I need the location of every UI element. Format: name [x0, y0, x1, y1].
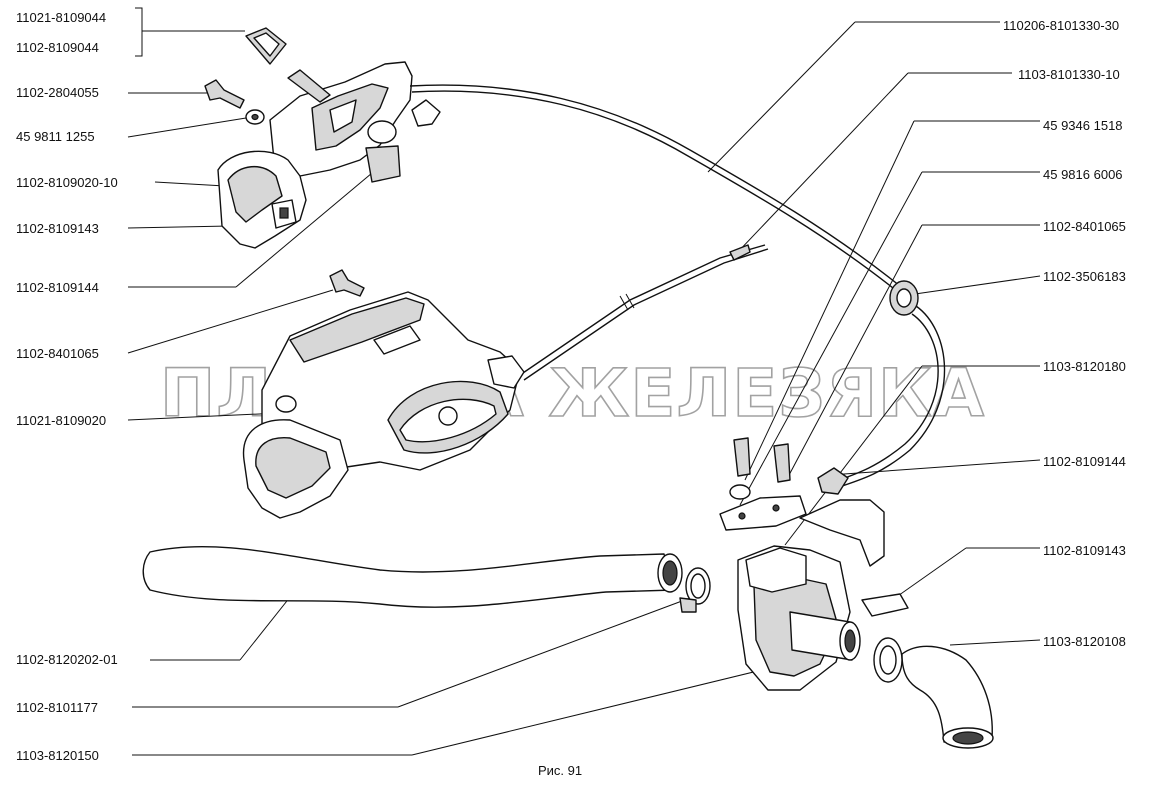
- housing-top: [289, 297, 425, 363]
- grommet-inner: [896, 288, 912, 308]
- clip-part-top: [253, 32, 280, 57]
- label-1102-8109020-10: 1102-8109020-10: [16, 175, 118, 190]
- hose-clamp-left-inner: [690, 573, 706, 599]
- elbow-hose-bore: [952, 731, 984, 745]
- label-1102-8109144-left: 1102-8109144: [16, 280, 99, 295]
- housing-window: [373, 325, 421, 355]
- break-mark-2: [625, 293, 635, 309]
- break-mark-1: [619, 295, 629, 311]
- label-45-9811-1255: 45 9811 1255: [16, 129, 95, 144]
- label-11021-8109020: 11021-8109020: [16, 413, 106, 428]
- wire-tip: [729, 244, 751, 261]
- label-1103-8101330-10: 1103-8101330-10: [1018, 67, 1120, 82]
- leader-1102-3506183: [914, 275, 1041, 295]
- heater-hose-right: [901, 645, 994, 749]
- leader-110206-8101330-30-b: [707, 21, 856, 173]
- hose-body: [142, 545, 675, 608]
- tap-nut: [729, 484, 751, 500]
- leader-1102-8109020-10: [154, 181, 226, 187]
- cable-outer: [409, 84, 901, 287]
- leader-45-9811-1255: [127, 117, 247, 138]
- leader-1103-8120108: [949, 639, 1041, 646]
- left-labels: 11021-8109044 1102-8109044 1102-2804055 …: [16, 10, 118, 763]
- hose-clamp-right-inner: [879, 645, 897, 675]
- tap-bolt-1: [733, 437, 751, 477]
- spring-clip-hole: [279, 207, 289, 219]
- tap-bolt-2: [773, 443, 791, 483]
- label-45-9346-1518: 45 9346 1518: [1043, 118, 1123, 133]
- heater-hose-left: [142, 545, 711, 613]
- label-1102-8120202-01: 1102-8120202-01: [16, 652, 118, 667]
- cable-clamp-top: [411, 99, 441, 127]
- label-45-9816-6006: 45 9816 6006: [1043, 167, 1123, 182]
- cam-part: [487, 355, 525, 389]
- tap-plate-hole-1: [738, 512, 746, 520]
- label-11021-8109044: 11021-8109044: [16, 10, 106, 25]
- leader-1102-8401065-right-b: [787, 224, 923, 478]
- cable-lower: [829, 305, 946, 491]
- tap-plate-hole-2: [772, 504, 780, 512]
- bracket: [135, 7, 143, 57]
- leader-45-9816-6006-b: [739, 171, 923, 506]
- upper-control-assembly: [204, 27, 441, 249]
- label-1102-8109044: 1102-8109044: [16, 40, 99, 55]
- hose-clamp-left-screw: [679, 597, 697, 613]
- housing-cowl-inner: [255, 437, 331, 499]
- control-cable: [409, 84, 946, 491]
- hose-end-bore: [662, 560, 678, 586]
- screw-part: [329, 269, 365, 297]
- tap-body-top: [745, 547, 807, 593]
- leader-lines: [127, 7, 1041, 756]
- right-labels: 110206-8101330-30 1103-8101330-10 45 934…: [1003, 18, 1126, 649]
- bolt-part: [204, 79, 245, 109]
- label-1102-8109143-left: 1102-8109143: [16, 221, 99, 236]
- leader-45-9346-1518-b: [744, 120, 915, 481]
- tap-outlet-bore: [844, 629, 856, 653]
- leader-1103-8120150-b: [411, 667, 771, 756]
- leader-1102-8109144-left-b: [235, 167, 379, 288]
- label-1103-8120108: 1103-8120108: [1043, 634, 1126, 649]
- leader-1102-8101177-b: [397, 597, 691, 708]
- label-1102-8401065-left: 1102-8401065: [16, 346, 99, 361]
- tap-spring-clip: [861, 593, 909, 617]
- elbow-hose-body: [901, 645, 993, 743]
- bracket-slot: [329, 99, 357, 133]
- label-1102-8109144-right: 1102-8109144: [1043, 454, 1126, 469]
- cable-outer-b: [411, 90, 899, 293]
- label-1103-8120180: 1103-8120180: [1043, 359, 1126, 374]
- leader-1102-8109144-right: [829, 459, 1041, 476]
- tap-lever: [799, 499, 885, 567]
- label-1102-8101177: 1102-8101177: [16, 700, 98, 715]
- label-1102-3506183: 1102-3506183: [1043, 269, 1126, 284]
- heater-tap-assembly: [719, 437, 909, 691]
- bracket-socket: [365, 145, 401, 183]
- middle-lever-assembly: [242, 269, 525, 519]
- bracket-lever: [287, 69, 331, 103]
- leader-1103-8101330-10-b: [734, 72, 909, 256]
- cable-lower-b: [827, 313, 939, 485]
- gear-pivot: [438, 406, 458, 426]
- cowl-inner: [227, 166, 283, 223]
- leader-1102-8401065-left: [127, 289, 334, 354]
- label-110206-8101330-30: 110206-8101330-30: [1003, 18, 1119, 33]
- label-1102-8109143-right: 1102-8109143: [1043, 543, 1126, 558]
- tap-plate: [719, 495, 807, 531]
- leader-11021-8109020: [127, 412, 281, 421]
- figure-caption: Рис. 91: [538, 763, 582, 778]
- inner-wire-b: [523, 248, 769, 381]
- tap-cable-clip: [817, 467, 849, 495]
- label-1102-8401065-right: 1102-8401065: [1043, 219, 1126, 234]
- washer-hole: [251, 113, 259, 121]
- housing-eye: [275, 395, 297, 413]
- bracket-pivot: [367, 120, 397, 144]
- label-1103-8120150: 1103-8120150: [16, 748, 99, 763]
- label-1102-2804055: 1102-2804055: [16, 85, 99, 100]
